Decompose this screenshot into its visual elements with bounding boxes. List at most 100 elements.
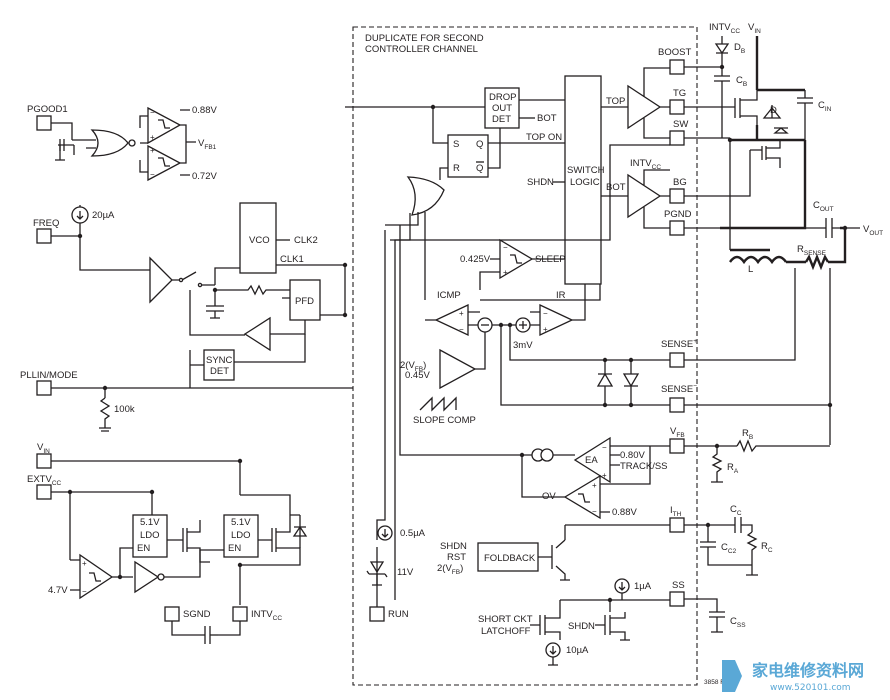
- svg-text:−: −: [150, 108, 155, 117]
- label-l: L: [748, 264, 753, 275]
- pin-pgnd: [669, 220, 685, 236]
- svg-text:−: −: [82, 587, 87, 596]
- resistor-rb: [736, 439, 830, 453]
- pin-pgood1: [36, 115, 52, 131]
- loop-capacitor: [206, 300, 224, 319]
- feedback-buffer: [243, 316, 271, 352]
- pin-vfb: [669, 438, 685, 454]
- label-det: DET: [210, 366, 229, 377]
- figure-id: 3858 FD: [704, 679, 729, 686]
- label-boost: BOOST: [658, 47, 691, 58]
- label-ea: EA: [585, 455, 598, 466]
- svg-text:+: +: [459, 309, 464, 318]
- label-ldo2-2: LDO: [231, 530, 251, 541]
- label-short-ckt: SHORT CKT: [478, 614, 533, 625]
- label-extvcc: EXTVCC: [27, 474, 62, 487]
- error-amp: [573, 436, 611, 484]
- block-ldo1: [132, 514, 168, 558]
- svg-text:−: −: [503, 243, 508, 252]
- label-sync: SYNC: [206, 355, 233, 366]
- label-ldo1-1: 5.1V: [140, 517, 160, 528]
- label-freq: FREQ: [33, 218, 59, 229]
- slope-comp-amp: [439, 348, 477, 390]
- label-100k: 100k: [114, 404, 135, 415]
- svg-text:www.520101.com: www.520101.com: [770, 683, 851, 693]
- pin-sgnd: [164, 606, 180, 622]
- label-det-drop: DET: [492, 114, 511, 125]
- clamp-diode-1: [596, 360, 614, 405]
- label-47v: 4.7V: [48, 585, 68, 596]
- label-rc: RC: [761, 541, 773, 554]
- label-tg: TG: [673, 88, 686, 99]
- capacitor-cc2: [700, 535, 752, 566]
- label-sense-minus: SENSE−: [661, 383, 697, 395]
- block-pfd: [289, 279, 321, 321]
- capacitor-cout: [805, 218, 860, 238]
- label-vout: VOUT: [863, 224, 883, 237]
- label-vin-left: VIN: [37, 442, 50, 455]
- inductor-l: [729, 255, 787, 265]
- label-q: Q: [476, 139, 483, 150]
- label-slope-comp: SLOPE COMP: [413, 415, 476, 426]
- pin-freq: [36, 228, 52, 244]
- bottom-mosfet: [684, 140, 781, 197]
- freq-buffer: [149, 256, 173, 304]
- label-ldo1-2: LDO: [140, 530, 160, 541]
- label-shdn-ss: SHDN: [568, 621, 595, 632]
- pin-bg: [669, 188, 685, 204]
- bot-gate-driver: [627, 173, 662, 219]
- duplicate-region: [352, 26, 698, 686]
- label-088-top: 0.88V: [192, 105, 217, 116]
- pin-ith: [669, 517, 685, 533]
- ss-mosfet-left: [530, 612, 561, 640]
- comparator-47v: [79, 553, 114, 600]
- ldo-body-diode: [290, 514, 308, 548]
- svg-text:+: +: [150, 146, 155, 155]
- capacitor-cb: [714, 67, 730, 138]
- resistor-rsense: [804, 253, 830, 271]
- label-ldo2-3: EN: [228, 543, 241, 554]
- svg-text:−: −: [592, 507, 597, 516]
- label-072: 0.72V: [192, 171, 217, 182]
- or-gate: [406, 176, 445, 216]
- region-label-1: DUPLICATE FOR SECOND: [365, 33, 484, 44]
- pin-intvcc-bottom: [232, 606, 248, 622]
- ir-comparator: [539, 303, 574, 337]
- resistor-ra: [711, 446, 723, 483]
- capacitor-css: [684, 598, 725, 633]
- ss-mosfet-right: [595, 612, 630, 641]
- label-switch: SWITCH: [567, 165, 605, 176]
- pin-extvcc: [36, 484, 52, 500]
- label-ldo2-1: 5.1V: [231, 517, 251, 528]
- pin-sense-minus: [669, 397, 685, 413]
- label-foldback: FOLDBACK: [484, 553, 536, 564]
- resistor-rc: [746, 531, 758, 576]
- block-switch-logic: [564, 75, 602, 285]
- label-qbar: Q: [476, 163, 483, 174]
- label-s: S: [453, 139, 459, 150]
- svg-text:+: +: [503, 268, 508, 277]
- pin-ss: [669, 591, 685, 607]
- label-1ua: 1µA: [634, 581, 652, 592]
- label-10ua: 10µA: [566, 645, 589, 656]
- svg-text:−: −: [543, 309, 548, 318]
- label-vfb: VFB: [670, 426, 685, 439]
- label-drop: DROP: [489, 92, 516, 103]
- label-out: OUT: [492, 103, 512, 114]
- pin-boost: [669, 59, 685, 75]
- label-run: RUN: [388, 609, 409, 620]
- label-2vfb: 2(VFB): [400, 360, 426, 373]
- label-intvcc-top: INTVCC: [709, 22, 740, 35]
- label-0425: 0.425V: [460, 254, 491, 265]
- zener-11v: [366, 561, 388, 586]
- pin-sense-plus: [669, 352, 685, 368]
- label-ra: RA: [727, 462, 739, 475]
- label-sgnd: SGND: [183, 609, 211, 620]
- inverter: [134, 560, 160, 594]
- label-track-ss: TRACK/SS: [620, 461, 668, 472]
- label-intvcc-bg: INTVCC: [630, 158, 661, 171]
- svg-text:−: −: [150, 170, 155, 179]
- label-pllin-mode: PLLIN/MODE: [20, 370, 78, 381]
- label-sw: SW: [673, 119, 688, 130]
- block-sr-latch: [447, 134, 489, 178]
